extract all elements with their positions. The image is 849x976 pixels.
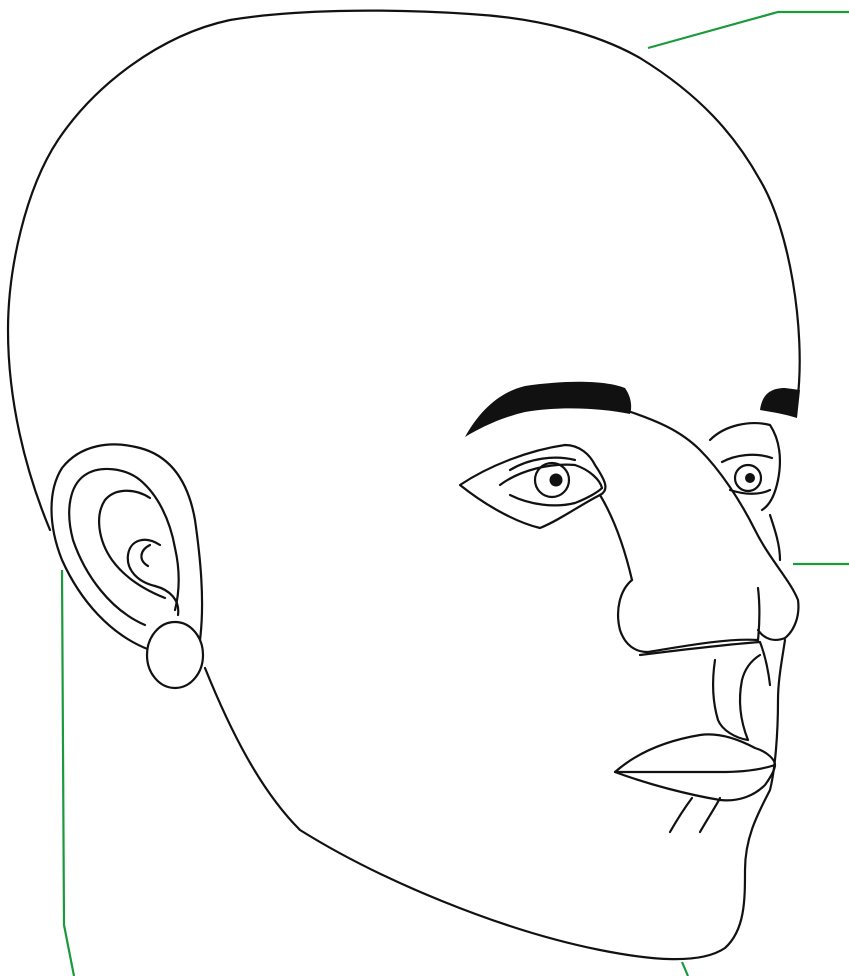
leader-line-top-right	[648, 12, 849, 48]
nose-tip-crease	[758, 588, 760, 640]
right-pupil	[745, 473, 755, 483]
upper-lip	[615, 734, 775, 772]
nose-side-shadow	[600, 495, 632, 580]
ear	[52, 444, 204, 688]
ear-concha	[128, 540, 178, 615]
leader-line-bottom	[682, 962, 688, 976]
left-pupil	[550, 474, 563, 487]
nose-right-edge	[770, 515, 780, 560]
right-eye	[710, 423, 780, 510]
left-eyebrow	[465, 382, 631, 437]
ear-outer-helix	[52, 444, 203, 650]
ear-tragus	[141, 545, 150, 566]
leader-line-left	[62, 570, 74, 976]
chin-crease-2	[700, 798, 720, 832]
jaw-outline	[205, 640, 785, 959]
earring-stud	[147, 622, 203, 688]
philtrum	[713, 655, 760, 740]
right-eyebrow	[760, 388, 800, 418]
right-eye-upper-lid	[722, 455, 772, 462]
right-eye-socket	[710, 423, 780, 510]
left-eye-socket	[460, 445, 605, 528]
head-outline	[8, 11, 800, 530]
chin-crease-1	[670, 798, 692, 832]
nose-nostril-wing	[618, 580, 758, 652]
left-eye	[460, 445, 605, 528]
